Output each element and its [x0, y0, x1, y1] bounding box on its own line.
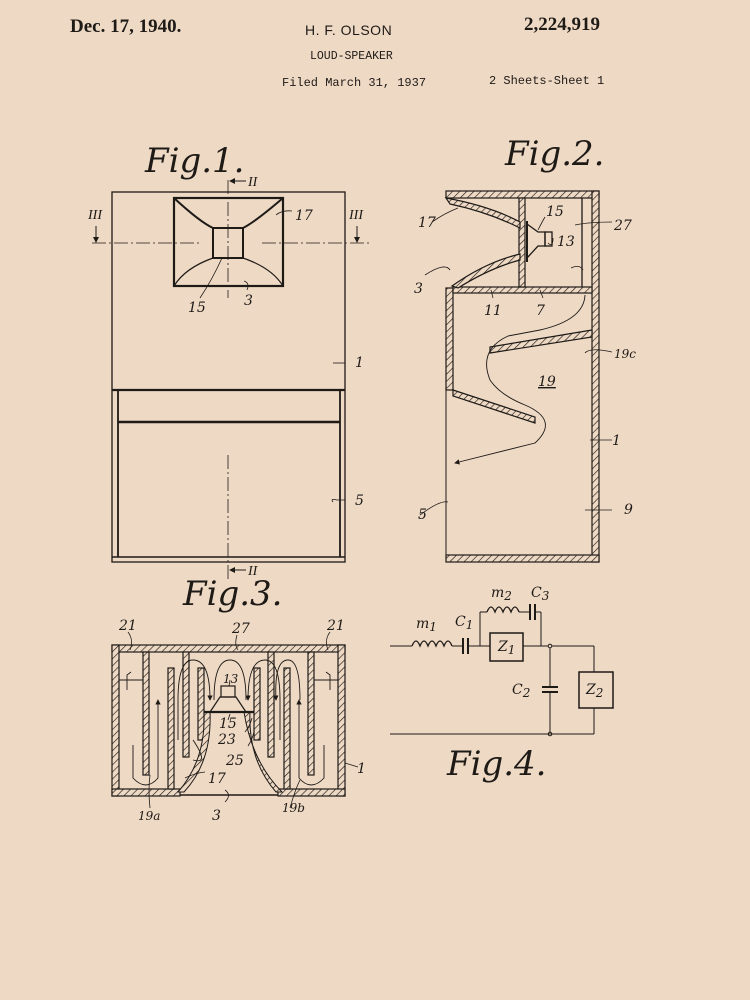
- fig2-ref-5: 5: [418, 507, 427, 523]
- fig3-ref-1: 1: [357, 761, 366, 777]
- fig2-ref-19: 19: [538, 374, 556, 390]
- label-z1: Z1: [497, 639, 515, 657]
- label-c1: C1: [455, 614, 473, 632]
- section-mark-bottom: II: [247, 564, 259, 579]
- patent-date: Dec. 17, 1940.: [70, 16, 182, 37]
- fig3-ref-17: 17: [208, 771, 226, 787]
- fig1-ref-1: 1: [355, 355, 364, 371]
- fig2-ref-17: 17: [418, 215, 436, 231]
- filed-date: Filed March 31, 1937: [282, 76, 427, 90]
- fig1-ref-5: 5: [355, 493, 364, 509]
- sheet-count: 2 Sheets-Sheet 1: [489, 74, 605, 88]
- figure-4-circuit: m1 C1 m2 C3 Z1 C2 Z2 Fig.4.: [390, 585, 614, 784]
- fig3-ref-19b: 19b: [282, 801, 305, 815]
- section-mark-left: III: [87, 208, 103, 223]
- fig2-ref-27: 27: [613, 218, 632, 234]
- impedance-z1-box: [489, 632, 524, 662]
- fig1-ref-17: 17: [295, 208, 313, 224]
- inductor-m1-icon: [411, 640, 453, 648]
- label-c3: C3: [531, 585, 550, 603]
- fig2-ref-1: 1: [612, 433, 621, 449]
- fig3-ref-25: 25: [225, 753, 244, 769]
- fig2-ref-11: 11: [484, 303, 502, 319]
- inventor-name: H. F. OLSON: [305, 22, 393, 38]
- fig2-ref-7: 7: [536, 303, 545, 319]
- patent-number: 2,224,919: [524, 14, 600, 35]
- section-mark-right: III: [348, 208, 364, 223]
- patent-title: LOUD-SPEAKER: [310, 50, 393, 63]
- fig3-ref-19a: 19a: [138, 809, 160, 823]
- fig2-ref-3: 3: [414, 281, 423, 297]
- inductor-m2-icon: [486, 606, 520, 614]
- fig2-label: Fig.2.: [504, 134, 604, 174]
- fig3-ref-21-left: 21: [118, 618, 137, 634]
- fig3-ref-13: 13: [223, 672, 239, 686]
- label-m2: m2: [491, 585, 512, 603]
- fig2-ref-19c: 19c: [614, 347, 636, 361]
- fig3-ref-27: 27: [231, 621, 250, 637]
- label-c2: C2: [512, 682, 530, 700]
- fig2-ref-13: 13: [557, 234, 575, 250]
- fig4-label: Fig.4.: [446, 744, 546, 784]
- fig2-ref-15: 15: [546, 204, 564, 220]
- fig1-label: Fig.1.: [144, 141, 244, 181]
- label-m1: m1: [416, 616, 437, 634]
- fig1-ref-15: 15: [188, 300, 206, 316]
- impedance-z2-box: [578, 671, 614, 709]
- fig3-ref-3: 3: [212, 808, 221, 824]
- fig3-ref-21-right: 21: [326, 618, 345, 634]
- label-z2: Z2: [585, 682, 603, 700]
- fig3-ref-15: 15: [219, 716, 237, 732]
- figure-2: Fig.2.: [414, 134, 636, 563]
- section-mark-top: II: [247, 175, 259, 190]
- fig1-ref-3: 3: [244, 293, 253, 309]
- fig2-ref-9: 9: [624, 502, 633, 518]
- figure-3: Fig.3.: [111, 574, 366, 824]
- figure-1: Fig.1. II II III III 17 15: [87, 141, 370, 580]
- fig3-label: Fig.3.: [182, 574, 282, 614]
- fig3-ref-23: 23: [217, 732, 236, 748]
